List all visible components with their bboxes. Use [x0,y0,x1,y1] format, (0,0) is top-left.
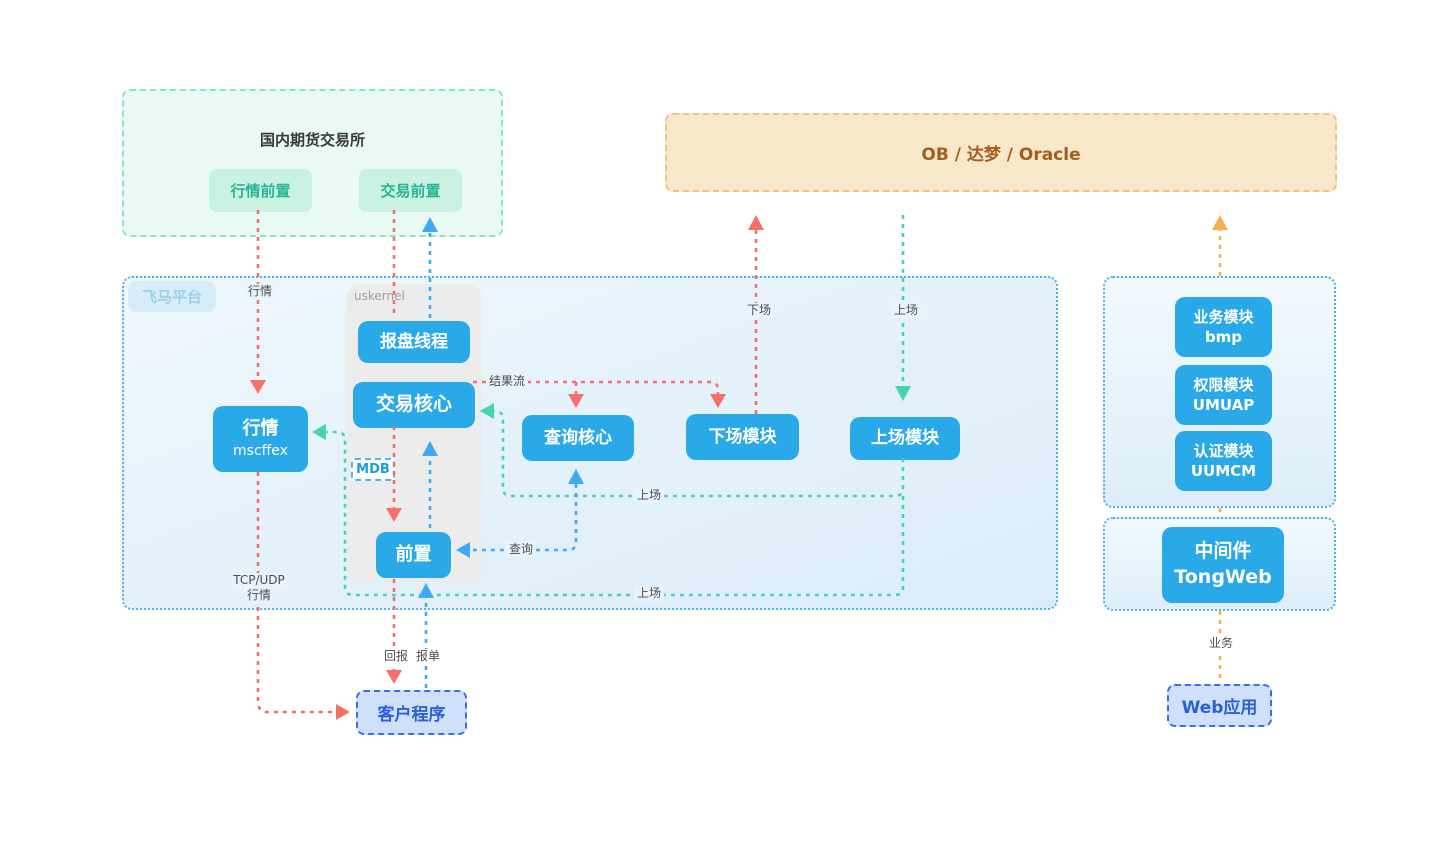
edge-label-tcpudp-line1: TCP/UDP [231,573,287,588]
mdb-node: MDB [351,458,395,481]
client-program-node: 客户程序 [356,690,467,735]
edge-label-tcpudp: TCP/UDP 行情 [224,573,294,603]
offload-module-node: 下场模块 [686,414,799,460]
edge-label-onload-front: 上场 [634,586,665,601]
middleware-panel: 中间件 TongWeb [1103,517,1336,611]
services-panel: 业务模块 bmp 权限模块 UMUAP 认证模块 UUMCM [1103,276,1336,508]
quote-module-name: 行情 [242,418,279,440]
onload-module-node: 上场模块 [850,417,960,460]
uskernel-label: uskernel [354,289,405,303]
quote-module-node: 行情 mscffex [213,406,308,472]
web-app-node: Web应用 [1167,684,1272,727]
permission-module-name: 权限模块 [1193,375,1254,394]
edge-label-tcpudp-line2: 行情 [244,588,273,603]
auth-module-name: 认证模块 [1193,441,1254,460]
trade-core-node: 交易核心 [353,382,475,428]
edge-label-quote: 行情 [245,284,276,299]
middleware-sub: TongWeb [1174,566,1272,588]
edge-label-business: 业务 [1206,636,1237,651]
middleware-node: 中间件 TongWeb [1162,527,1284,603]
auth-module-node: 认证模块 UUMCM [1175,431,1272,491]
permission-module-node: 权限模块 UMUAP [1175,365,1272,425]
business-module-node: 业务模块 bmp [1175,297,1272,357]
middleware-name: 中间件 [1194,540,1252,563]
edge-label-report: 回报 [381,649,412,664]
edge-label-offload: 下场 [744,303,775,318]
platform-panel: 飞马平台 uskernel 报盘线程 交易核心 MDB 前置 行情 mscffe… [122,276,1058,610]
edge-label-resultflow: 结果流 [486,374,529,389]
arrow-right-icon [336,704,350,720]
business-module-name: 业务模块 [1193,307,1254,326]
query-core-node: 查询核心 [522,415,634,461]
database-node: OB / 达梦 / Oracle [665,113,1337,192]
exchange-panel: 国内期货交易所 行情前置 交易前置 [122,89,503,237]
auth-module-sub: UUMCM [1190,462,1257,480]
arrow-down-icon [386,670,402,684]
arrow-up-icon [748,215,764,230]
front-node: 前置 [376,532,451,578]
edge-label-query: 查询 [506,542,537,557]
trade-front-node: 交易前置 [359,169,462,212]
edge-label-onload-core: 上场 [634,488,665,503]
edge-label-onload: 上场 [891,303,922,318]
platform-label: 飞马平台 [128,281,217,312]
order-thread-node: 报盘线程 [358,321,470,363]
arrow-up-icon [1212,215,1228,230]
quote-front-node: 行情前置 [209,169,312,212]
permission-module-sub: UMUAP [1192,396,1255,414]
exchange-title: 国内期货交易所 [259,131,365,149]
business-module-sub: bmp [1204,328,1243,346]
quote-module-sub: mscffex [233,442,288,459]
edge-label-order: 报单 [413,649,444,664]
